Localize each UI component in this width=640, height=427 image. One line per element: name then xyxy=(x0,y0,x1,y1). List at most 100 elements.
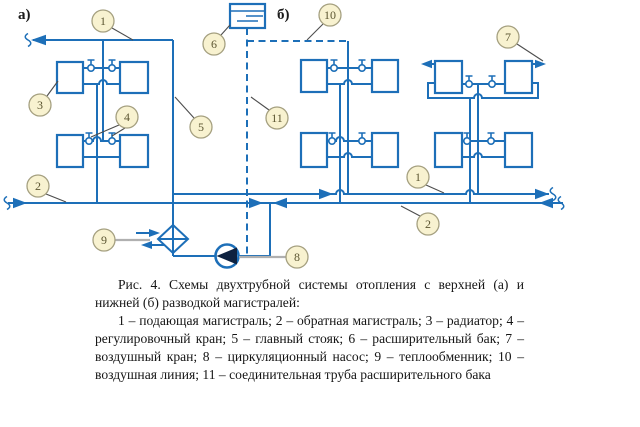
heating-schematic-figure: а) б) xyxy=(3,2,565,269)
water-level-lines xyxy=(230,10,265,22)
svg-text:4: 4 xyxy=(124,110,130,124)
callout-return-main-a: 2 xyxy=(26,174,50,198)
svg-text:7: 7 xyxy=(505,30,511,44)
leader-line xyxy=(306,23,324,41)
radiator xyxy=(433,59,464,95)
floor-pipe xyxy=(83,79,120,85)
expansion-tank xyxy=(228,2,267,30)
radiator xyxy=(370,58,400,94)
svg-text:9: 9 xyxy=(101,233,107,247)
pipe-break-icon xyxy=(24,32,32,48)
radiator xyxy=(503,59,534,95)
radiator xyxy=(370,131,400,169)
floor-pipe xyxy=(462,152,505,158)
valve-icon xyxy=(464,75,473,89)
return-loop-pipe xyxy=(427,82,539,99)
floor-pipe xyxy=(83,136,120,142)
radiator xyxy=(55,133,85,169)
arrow-right-icon xyxy=(149,229,160,237)
svg-text:2: 2 xyxy=(35,179,41,193)
air-vent-arrow-icon xyxy=(535,59,546,69)
callout-return-main-b: 2 xyxy=(416,212,440,236)
arrow-right-icon xyxy=(249,197,263,209)
callouts: 1 3 4 5 2 6 10 11 7 1 2 8 9 xyxy=(26,3,520,269)
valve-icon xyxy=(108,59,117,73)
callout-radiator: 3 xyxy=(28,93,52,117)
valve-icon xyxy=(462,132,471,146)
callout-leaders xyxy=(45,23,544,259)
svg-text:11: 11 xyxy=(271,111,283,125)
leader-line xyxy=(516,43,544,62)
circulation-pump xyxy=(214,243,240,269)
panel-a-label: а) xyxy=(18,7,31,23)
floor-pipe xyxy=(327,152,372,158)
callout-circulation-pump: 8 xyxy=(285,245,309,269)
leader-line xyxy=(400,205,421,217)
valve-icon xyxy=(85,132,94,146)
svg-text:1: 1 xyxy=(415,170,421,184)
leader-line xyxy=(90,124,126,138)
arrow-right-icon xyxy=(535,188,549,200)
supply-main-bottom-pipe xyxy=(173,189,549,195)
callout-supply-main-a: 1 xyxy=(91,9,115,33)
callout-control-valve: 4 xyxy=(115,105,139,129)
pipe-break-icon xyxy=(557,195,565,211)
caption-title: Рис. 4. Схемы двухтрубной системы отопле… xyxy=(95,277,524,310)
caption-legend: 1 – подающая магистраль; 2 – обратная ма… xyxy=(95,313,524,382)
pump-impeller-icon xyxy=(216,247,237,265)
svg-text:8: 8 xyxy=(294,250,300,264)
control-valves xyxy=(85,59,496,146)
radiator xyxy=(299,58,329,94)
svg-text:5: 5 xyxy=(198,120,204,134)
valve-icon xyxy=(327,132,336,146)
pump-branch-pipe xyxy=(239,203,271,257)
svg-text:3: 3 xyxy=(37,98,43,112)
radiators xyxy=(55,58,534,169)
arrow-right-icon xyxy=(13,197,27,209)
floor-pipe xyxy=(327,136,372,142)
callout-air-valve: 7 xyxy=(496,25,520,49)
arrow-right-icon xyxy=(319,188,333,200)
radiator xyxy=(118,133,150,169)
valve-icon xyxy=(329,59,338,73)
svg-text:2: 2 xyxy=(425,217,431,231)
callout-heat-exchanger: 9 xyxy=(92,228,116,252)
arrow-left-icon xyxy=(539,197,553,209)
svg-text:6: 6 xyxy=(211,37,217,51)
svg-text:1: 1 xyxy=(100,14,106,28)
panel-b-label: б) xyxy=(277,7,290,23)
radiator xyxy=(118,60,150,95)
leader-line xyxy=(45,193,67,203)
heat-exchanger xyxy=(156,223,190,255)
radiator xyxy=(55,60,85,95)
radiator xyxy=(299,131,329,169)
callout-main-riser: 5 xyxy=(189,115,213,139)
callout-supply-main-b: 1 xyxy=(406,165,430,189)
radiator xyxy=(503,131,534,169)
leader-line xyxy=(46,80,59,97)
callout-tank-pipe: 11 xyxy=(265,106,289,130)
figure-caption: Рис. 4. Схемы двухтрубной системы отопле… xyxy=(95,276,524,384)
arrow-left-icon xyxy=(273,197,287,209)
callout-air-line: 10 xyxy=(318,3,342,27)
leader-line xyxy=(425,184,445,194)
pipe-break-icon xyxy=(3,195,11,211)
callout-expansion-tank: 6 xyxy=(202,32,226,56)
leader-line xyxy=(174,96,195,119)
exchanger-diamond xyxy=(156,223,190,255)
valve-icon xyxy=(487,75,496,89)
valve-icon xyxy=(486,132,495,146)
air-vent-arrow-icon xyxy=(421,59,432,69)
leader-line xyxy=(250,96,270,111)
floor-pipe xyxy=(327,79,372,85)
leader-line xyxy=(220,24,231,36)
pipe-break-icon xyxy=(549,186,557,202)
flow-arrows xyxy=(3,32,565,249)
svg-text:10: 10 xyxy=(324,8,336,22)
arrow-left-icon xyxy=(31,34,46,46)
valve-icon xyxy=(357,132,366,146)
leader-line xyxy=(111,27,134,41)
radiator xyxy=(433,131,464,169)
valve-icon xyxy=(357,59,366,73)
